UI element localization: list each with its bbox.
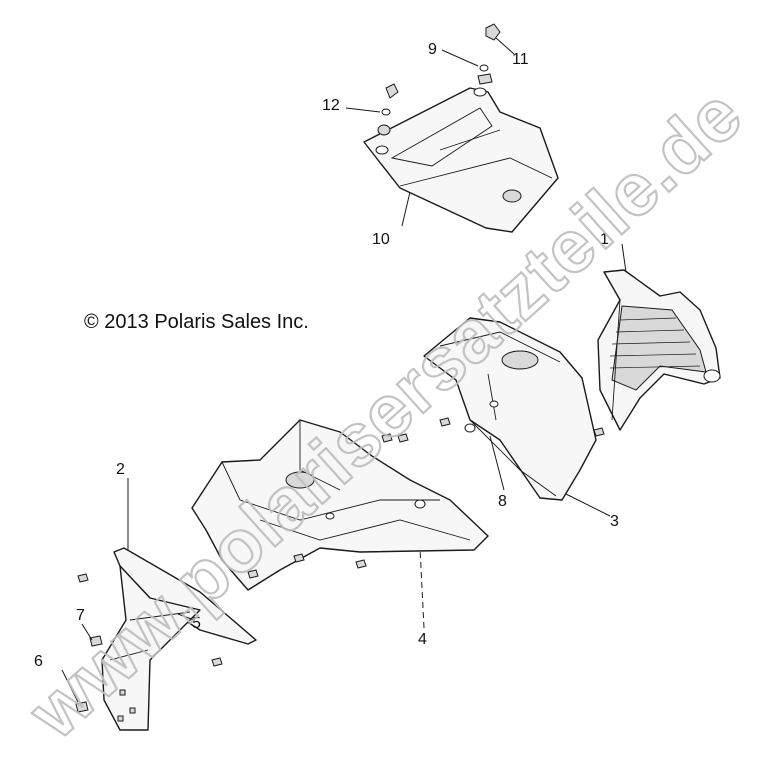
leader-lines (61, 37, 627, 703)
hatch-pattern (609, 317, 701, 369)
callout-4: 4 (418, 631, 427, 648)
fastener-6 (75, 701, 89, 713)
callout-8: 8 (498, 493, 507, 510)
part-2-bracket (101, 547, 257, 731)
part-10-cover (363, 87, 559, 233)
copyright-text: © 2013 Polaris Sales Inc. (84, 311, 309, 333)
fastener-12 (377, 83, 399, 136)
part-1-side-panel (597, 269, 721, 431)
callout-10: 10 (372, 231, 390, 248)
watermark-text: www.polarisersatzteile.de (12, 72, 757, 755)
callout-7: 7 (76, 607, 85, 624)
callout-9: 9 (428, 41, 437, 58)
callout-11: 11 (512, 51, 529, 68)
callout-3: 3 (610, 513, 619, 530)
callout-6: 6 (34, 653, 43, 670)
misc-fasteners (77, 417, 605, 667)
fastener-7 (89, 635, 103, 647)
fastener-11 (485, 23, 501, 41)
fastener-9 (477, 64, 493, 85)
part-4-center-panel (191, 419, 489, 591)
callout-2: 2 (116, 461, 125, 478)
callout-5: 5 (192, 615, 201, 632)
part-3-fender (423, 317, 597, 501)
callout-1: 1 (600, 231, 609, 248)
callout-12: 12 (322, 97, 340, 114)
